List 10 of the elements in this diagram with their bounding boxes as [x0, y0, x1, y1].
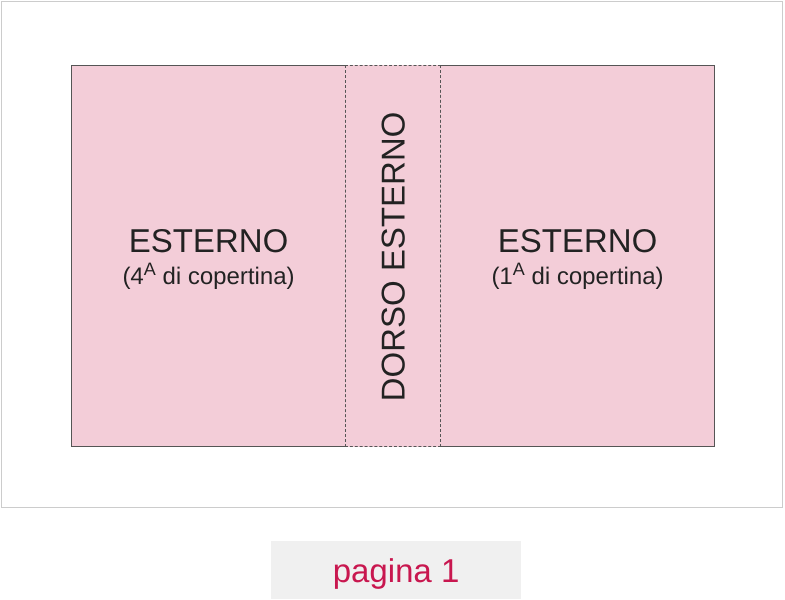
spine-label: DORSO ESTERNO	[376, 111, 410, 401]
cover-panel	[71, 65, 345, 447]
panel-title: ESTERNO	[498, 221, 658, 262]
spine-panel	[345, 65, 441, 447]
panel-subtitle: (4$^{A}$ di copertina)	[122, 262, 295, 292]
page-label: pagina 1	[332, 554, 460, 586]
panel-title: ESTERNO	[128, 221, 288, 262]
panel-subtitle: (1$^{A}$ di copertina)	[491, 262, 664, 292]
page-frame	[1, 1, 783, 508]
cover-panel	[441, 65, 715, 447]
